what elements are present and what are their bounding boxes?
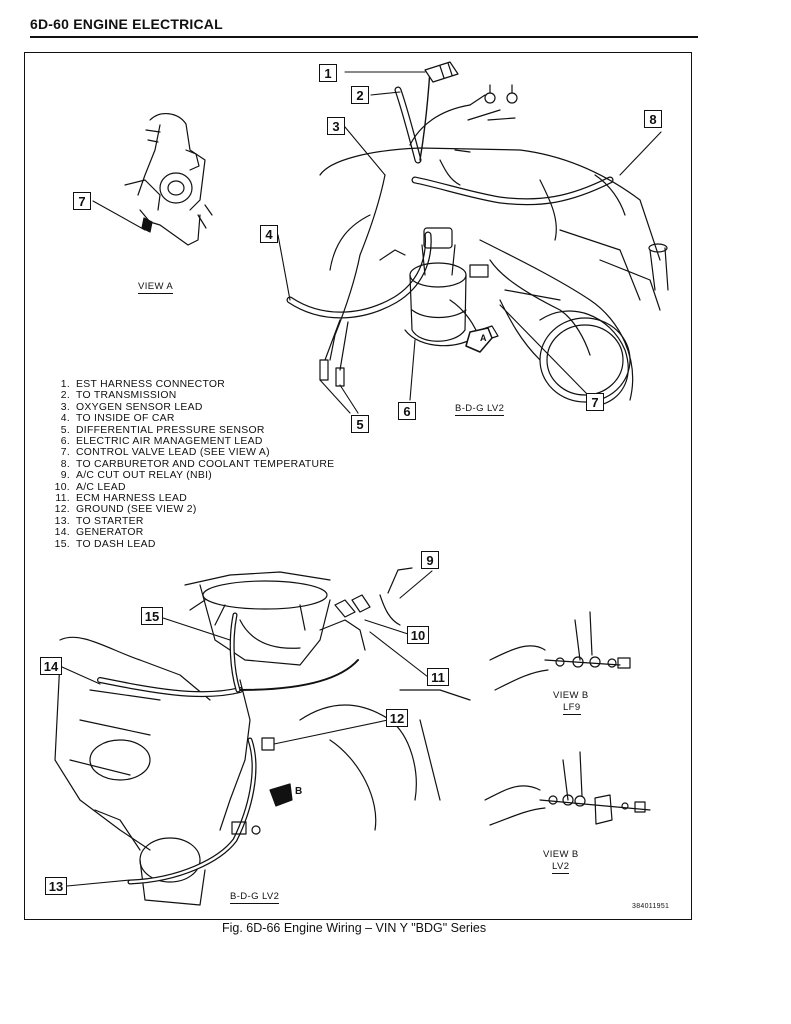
callout-15: 15 xyxy=(141,607,163,625)
view-b-lf9-drawing xyxy=(489,611,631,691)
callout-4: 4 xyxy=(260,225,278,243)
callout-2: 2 xyxy=(351,86,369,104)
callout-1: 1 xyxy=(319,64,337,82)
arrow-b-label: B xyxy=(295,786,303,797)
legend-item: 5.DIFFERENTIAL PRESSURE SENSOR xyxy=(60,424,265,436)
view-b-lv2-sublabel: LV2 xyxy=(552,861,570,874)
legend-item: 4.TO INSIDE OF CAR xyxy=(60,413,175,425)
page-header: 6D-60 ENGINE ELECTRICAL xyxy=(30,16,223,32)
header-rule xyxy=(30,36,698,38)
legend-item: 15.TO DASH LEAD xyxy=(54,538,156,550)
view-b-lv2-drawing xyxy=(484,751,651,826)
legend-item: 10.A/C LEAD xyxy=(54,481,126,493)
callout-8: 8 xyxy=(644,110,662,128)
legend-item: 11.ECM HARNESS LEAD xyxy=(55,493,188,505)
bdg-lv2-bottom-label: B-D-G LV2 xyxy=(230,891,280,904)
view-b-arrow xyxy=(269,783,293,807)
legend-item: 6.ELECTRIC AIR MANAGEMENT LEAD xyxy=(60,436,263,448)
callout-11: 11 xyxy=(427,668,449,686)
callout-7-engine: 7 xyxy=(586,393,604,411)
callout-6: 6 xyxy=(398,402,416,420)
view-a-arrow xyxy=(465,327,493,353)
leader-lines xyxy=(61,71,662,887)
callout-10: 10 xyxy=(407,626,429,644)
legend-item: 1.EST HARNESS CONNECTOR xyxy=(60,379,226,390)
figure-code: 384011951 xyxy=(632,903,670,910)
bottom-engine-drawing xyxy=(54,567,471,906)
legend-item: 9.A/C CUT OUT RELAY (NBI) xyxy=(60,470,213,482)
callout-13: 13 xyxy=(45,877,67,895)
legend-item: 13.TO STARTER xyxy=(54,515,144,527)
callout-9: 9 xyxy=(421,551,439,569)
view-b-lv2-label: VIEW B xyxy=(543,849,579,860)
callout-5: 5 xyxy=(351,415,369,433)
view-b-lf9-label: VIEW B xyxy=(553,690,589,701)
arrow-a-label: A xyxy=(480,333,487,343)
view-a-drawing xyxy=(124,113,213,246)
callout-7-view-a: 7 xyxy=(73,192,91,210)
legend-item: 3.OXYGEN SENSOR LEAD xyxy=(60,401,203,413)
legend-item: 12.GROUND (SEE VIEW 2) xyxy=(54,504,197,516)
top-engine-drawing xyxy=(286,61,669,406)
callout-14: 14 xyxy=(40,657,62,675)
legend-item: 8.TO CARBURETOR AND COOLANT TEMPERATURE xyxy=(60,458,335,470)
legend-item: 2.TO TRANSMISSION xyxy=(60,390,177,402)
parts-legend: 1.EST HARNESS CONNECTOR 2.TO TRANSMISSIO… xyxy=(52,379,334,550)
callout-3: 3 xyxy=(327,117,345,135)
figure-frame xyxy=(24,52,692,920)
callout-12: 12 xyxy=(386,709,408,727)
view-a-label: VIEW A xyxy=(138,281,174,294)
legend-item: 7.CONTROL VALVE LEAD (SEE VIEW A) xyxy=(60,447,270,459)
legend-item: 14.GENERATOR xyxy=(54,527,144,539)
view-b-lf9-sublabel: LF9 xyxy=(563,702,581,715)
bdg-lv2-top-label: B-D-G LV2 xyxy=(455,403,505,416)
figure-caption: Fig. 6D-66 Engine Wiring – VIN Y "BDG" S… xyxy=(222,921,487,935)
